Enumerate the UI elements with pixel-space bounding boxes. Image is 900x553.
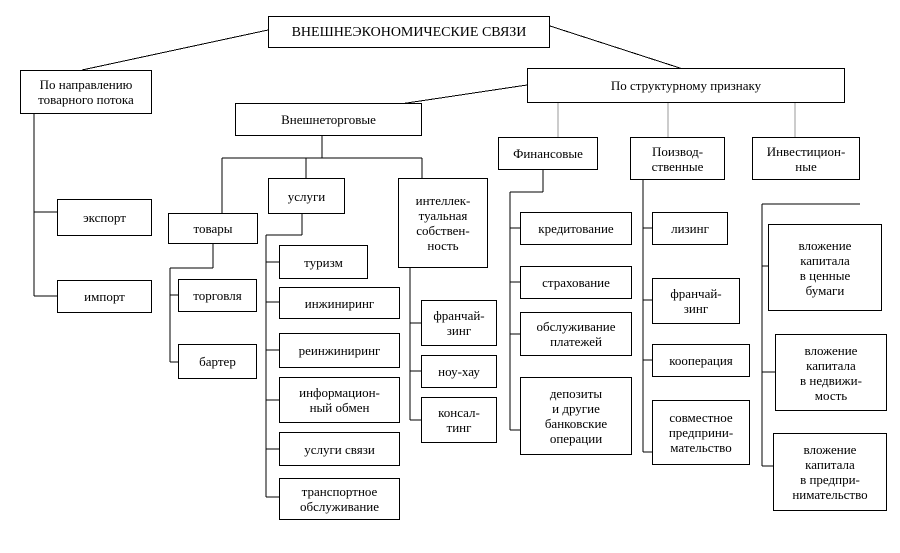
goods-node: товары <box>168 213 258 244</box>
communication-services-node: услуги связи <box>279 432 400 466</box>
transport-services-node: транспортное обслуживание <box>279 478 400 520</box>
production-node: Поизвод- ственные <box>630 137 725 180</box>
payment-service-node: обслуживание платежей <box>520 312 632 356</box>
joint-venture-node: совместное предприни- мательство <box>652 400 750 465</box>
barter-node: бартер <box>178 344 257 379</box>
structural-node: По структурному признаку <box>527 68 845 103</box>
trade-node: торговля <box>178 279 257 312</box>
consulting-node: консал- тинг <box>421 397 497 443</box>
info-exchange-node: информацион- ный обмен <box>279 377 400 423</box>
export-node: экспорт <box>57 199 152 236</box>
leasing-node: лизинг <box>652 212 728 245</box>
foreign-trade-node: Внешнеторговые <box>235 103 422 136</box>
direction-node: По направлению товарного потока <box>20 70 152 114</box>
engineering-node: инжиниринг <box>279 287 400 319</box>
crediting-node: кредитование <box>520 212 632 245</box>
franchising-prod-node: франчай- зинг <box>652 278 740 324</box>
reengineering-node: реинжиниринг <box>279 333 400 368</box>
services-node: услуги <box>268 178 345 214</box>
business-investment-node: вложение капитала в предпри- нимательств… <box>773 433 887 511</box>
investment-node: Инвестицион- ные <box>752 137 860 180</box>
root-node: ВНЕШНЕЭКОНОМИЧЕСКИЕ СВЯЗИ <box>268 16 550 48</box>
financial-node: Финансовые <box>498 137 598 170</box>
tourism-node: туризм <box>279 245 368 279</box>
franchising-ip-node: франчай- зинг <box>421 300 497 346</box>
real-estate-investment-node: вложение капитала в недвижи- мость <box>775 334 887 411</box>
know-how-node: ноу-хау <box>421 355 497 388</box>
ip-node: интеллек- туальная собствен- ность <box>398 178 488 268</box>
deposits-node: депозиты и другие банковские операции <box>520 377 632 455</box>
securities-investment-node: вложение капитала в ценные бумаги <box>768 224 882 311</box>
insurance-node: страхование <box>520 266 632 299</box>
import-node: импорт <box>57 280 152 313</box>
cooperation-node: кооперация <box>652 344 750 377</box>
